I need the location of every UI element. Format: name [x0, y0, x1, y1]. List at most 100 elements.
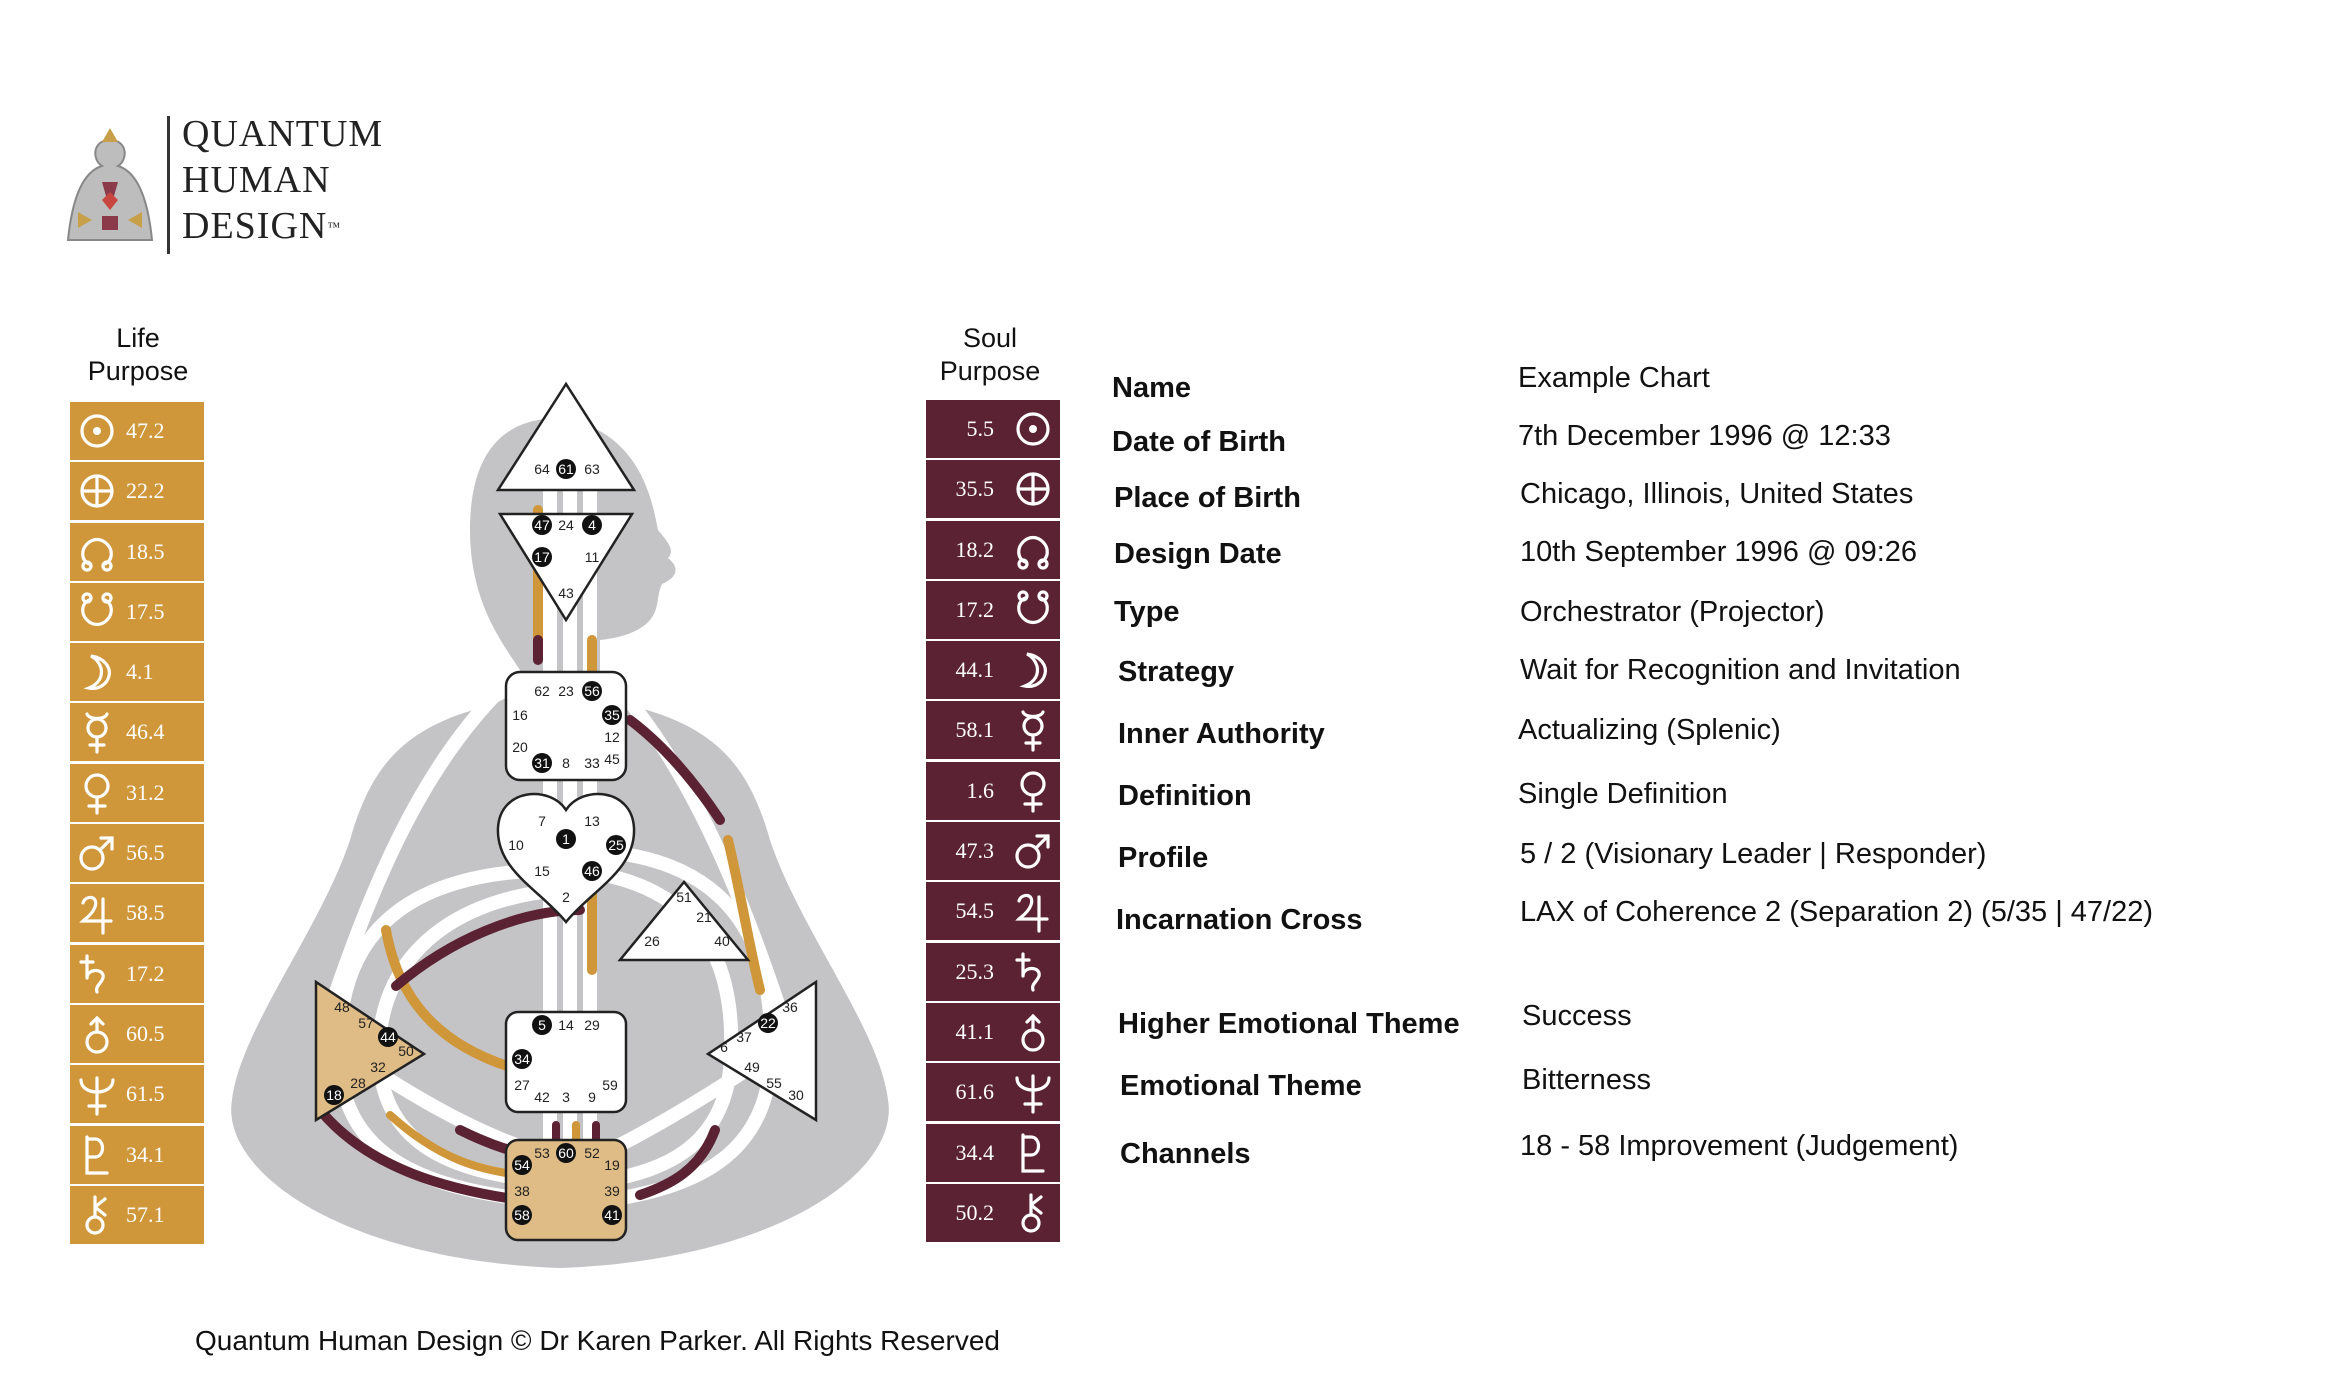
gate-number: 58 — [514, 1207, 530, 1223]
ajna-center — [497, 512, 635, 623]
activated-gate-marker — [582, 681, 602, 701]
head-center — [495, 381, 637, 492]
gate-number: 2 — [562, 889, 570, 905]
gate-number: 4 — [588, 517, 596, 533]
gate-number: 7 — [538, 813, 546, 829]
planet-gate-value: 18.5 — [126, 538, 165, 564]
activated-gate-marker — [532, 515, 552, 535]
detail-value: Single Definition — [1518, 778, 1728, 810]
detail-label: Profile — [1118, 842, 1209, 874]
logo-word-2: HUMAN — [182, 159, 331, 201]
gate-number: 40 — [714, 933, 730, 949]
gate-number: 12 — [604, 729, 620, 745]
gate-number: 54 — [514, 1157, 530, 1173]
life-row: 46.4 — [70, 703, 204, 762]
detail-label: Design Date — [1114, 538, 1282, 570]
planet-gate-value: 58.1 — [955, 717, 995, 743]
uranus-icon — [1006, 1003, 1060, 1061]
detail-value: Example Chart — [1518, 362, 1710, 394]
detail-label: Type — [1114, 596, 1180, 628]
g-center — [496, 792, 636, 924]
earth-icon — [1006, 460, 1060, 518]
life-row: 22.2 — [70, 462, 204, 521]
soul-row: 50.2 — [926, 1183, 1060, 1242]
gate-number: 20 — [512, 739, 528, 755]
planet-gate-value: 22.2 — [126, 478, 165, 504]
detail-value: 10th September 1996 @ 09:26 — [1520, 536, 1918, 568]
planet-gate-value: 34.1 — [126, 1141, 165, 1167]
planet-gate-value: 60.5 — [126, 1020, 165, 1046]
logo-divider — [167, 116, 170, 254]
activated-gate-marker — [582, 861, 602, 881]
soul-row: 44.1 — [926, 641, 1060, 700]
gate-number: 62 — [534, 683, 550, 699]
uranus-icon — [70, 1005, 124, 1063]
planet-gate-value: 54.5 — [955, 898, 995, 924]
spleen-center — [314, 979, 427, 1123]
gate-number: 53 — [534, 1145, 550, 1161]
detail-label: Inner Authority — [1118, 718, 1325, 750]
life-row: 47.2 — [70, 402, 204, 460]
detail-label: Definition — [1118, 780, 1252, 812]
neptune-icon — [1006, 1063, 1060, 1121]
gate-number: 46 — [584, 863, 600, 879]
life-row: 60.5 — [70, 1004, 204, 1063]
soul-row: 35.5 — [926, 460, 1060, 519]
pluto-icon — [1006, 1124, 1060, 1182]
gate-number: 5 — [538, 1017, 546, 1033]
planet-gate-value: 17.5 — [126, 598, 165, 624]
mars-icon — [1006, 822, 1060, 880]
ego-center — [617, 880, 751, 962]
pluto-icon — [70, 1126, 124, 1184]
gate-number: 1 — [562, 831, 570, 847]
detail-value: 7th December 1996 @ 12:33 — [1518, 420, 1891, 452]
moon-icon — [70, 643, 124, 701]
centers — [314, 381, 818, 1242]
soul-row: 58.1 — [926, 701, 1060, 760]
gate-number: 9 — [588, 1089, 596, 1105]
gate-number: 25 — [608, 837, 624, 853]
south-node-icon — [1006, 581, 1060, 639]
gate-number: 18 — [326, 1087, 342, 1103]
detail-value: 5 / 2 (Visionary Leader | Responder) — [1520, 838, 1987, 870]
soul-purpose-heading: Soul Purpose — [920, 322, 1060, 388]
gate-number: 61 — [558, 461, 574, 477]
gate-number: 37 — [736, 1029, 752, 1045]
activated-gate-marker — [532, 547, 552, 567]
gate-number: 60 — [558, 1145, 574, 1161]
neptune-icon — [70, 1065, 124, 1123]
activated-gate-marker — [602, 1205, 622, 1225]
gate-number: 14 — [558, 1017, 574, 1033]
jupiter-icon — [70, 884, 124, 942]
moon-icon — [1006, 641, 1060, 699]
activated-gate-marker — [532, 753, 552, 773]
detail-label: Higher Emotional Theme — [1118, 1008, 1460, 1040]
earth-icon — [70, 462, 124, 520]
venus-icon — [70, 764, 124, 822]
north-node-icon — [1006, 521, 1060, 579]
detail-value: Chicago, Illinois, United States — [1520, 478, 1914, 510]
gate-number: 47 — [534, 517, 550, 533]
gate-number: 35 — [604, 707, 620, 723]
life-row: 31.2 — [70, 763, 204, 822]
activated-gate-marker — [532, 1015, 552, 1035]
mars-icon — [70, 824, 124, 882]
gate-number: 8 — [562, 755, 570, 771]
logo-word-1: QUANTUM — [182, 113, 384, 155]
gate-number: 11 — [585, 549, 600, 565]
planet-gate-value: 5.5 — [966, 416, 995, 441]
planet-gate-value: 58.5 — [126, 900, 165, 926]
life-row: 61.5 — [70, 1065, 204, 1124]
life-row: 17.2 — [70, 944, 204, 1003]
soul-row: 41.1 — [926, 1002, 1060, 1061]
soul-row: 34.4 — [926, 1123, 1060, 1182]
detail-value: LAX of Coherence 2 (Separation 2) (5/35 … — [1520, 896, 2154, 928]
activated-gate-marker — [512, 1205, 532, 1225]
jupiter-icon — [1006, 882, 1060, 940]
gate-number: 44 — [380, 1029, 396, 1045]
gate-number: 42 — [534, 1089, 550, 1105]
planet-gate-value: 18.2 — [955, 536, 995, 562]
gate-number: 31 — [534, 755, 550, 771]
gate-number: 30 — [788, 1087, 804, 1103]
